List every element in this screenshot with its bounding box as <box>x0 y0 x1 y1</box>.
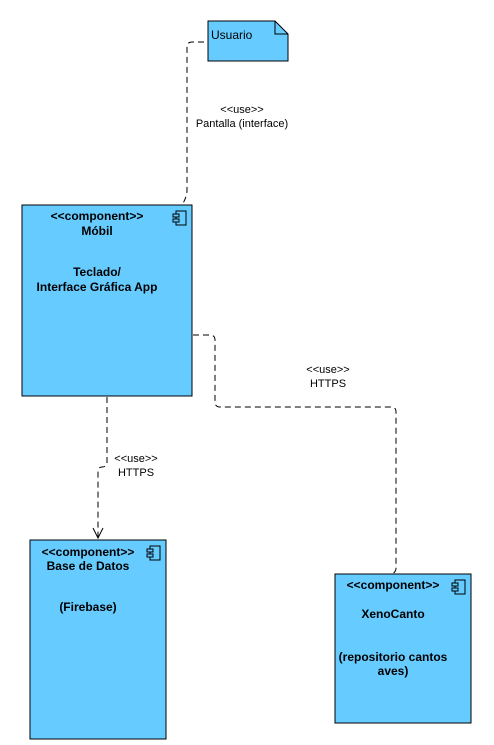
component-database-stereotype: <<component>> <box>42 545 135 559</box>
edge-user-mobil-labels: <<use>> Pantalla (interface) <box>196 104 288 130</box>
component-xenocanto-box <box>334 573 472 724</box>
component-mobil-name: Móbil <box>81 224 112 238</box>
edge-mobil-database-arrowhead <box>92 527 104 540</box>
component-icon <box>172 210 187 226</box>
edge-user-mobil-stereotype: <<use>> <box>220 104 263 116</box>
component-icon <box>146 545 161 561</box>
edge-mobil-database-line[interactable] <box>97 397 108 538</box>
component-xenocanto[interactable]: <<component>> XenoCanto (repositorio can… <box>334 573 472 724</box>
component-mobil-stereotype: <<component>> <box>51 209 144 223</box>
component-mobil[interactable]: <<component>> Móbil Teclado/ Interface G… <box>21 204 193 397</box>
edge-mobil-xenocanto-stereotype: <<use>> <box>306 364 349 376</box>
component-mobil-desc-line1: Teclado/ <box>73 265 121 279</box>
usuario-note-shape <box>207 20 289 62</box>
component-database[interactable]: <<component>> Base de Datos (Firebase) <box>29 539 167 740</box>
usuario-note[interactable]: Usuario <box>207 20 289 62</box>
component-xenocanto-stereotype: <<component>> <box>347 578 440 592</box>
usuario-note-label: Usuario <box>211 28 253 42</box>
usuario-note-fold <box>274 21 288 35</box>
edge-user-mobil-label: Pantalla (interface) <box>196 118 288 130</box>
component-database-name: Base de Datos <box>47 559 130 573</box>
component-icon <box>451 579 466 595</box>
component-database-desc-line1: (Firebase) <box>59 600 116 614</box>
edge-mobil-xenocanto-labels: <<use>> HTTPS <box>306 364 349 390</box>
edge-mobil-database-stereotype: <<use>> <box>114 453 157 465</box>
edge-mobil-xenocanto-label: HTTPS <box>310 378 346 390</box>
component-xenocanto-name: XenoCanto <box>361 607 424 621</box>
edge-mobil-xenocanto-line[interactable] <box>193 334 397 575</box>
edge-mobil-database-label: HTTPS <box>118 467 154 479</box>
component-mobil-desc-line2: Interface Gráfica App <box>37 280 158 294</box>
edge-user-mobil-line[interactable] <box>181 41 204 206</box>
component-database-box <box>29 539 167 740</box>
edge-mobil-database-labels: <<use>> HTTPS <box>114 453 157 479</box>
component-mobil-box <box>21 204 193 397</box>
connectors <box>92 41 397 575</box>
component-xenocanto-desc-line2: aves) <box>378 664 409 678</box>
component-xenocanto-desc-line1: (repositorio cantos <box>339 650 448 664</box>
